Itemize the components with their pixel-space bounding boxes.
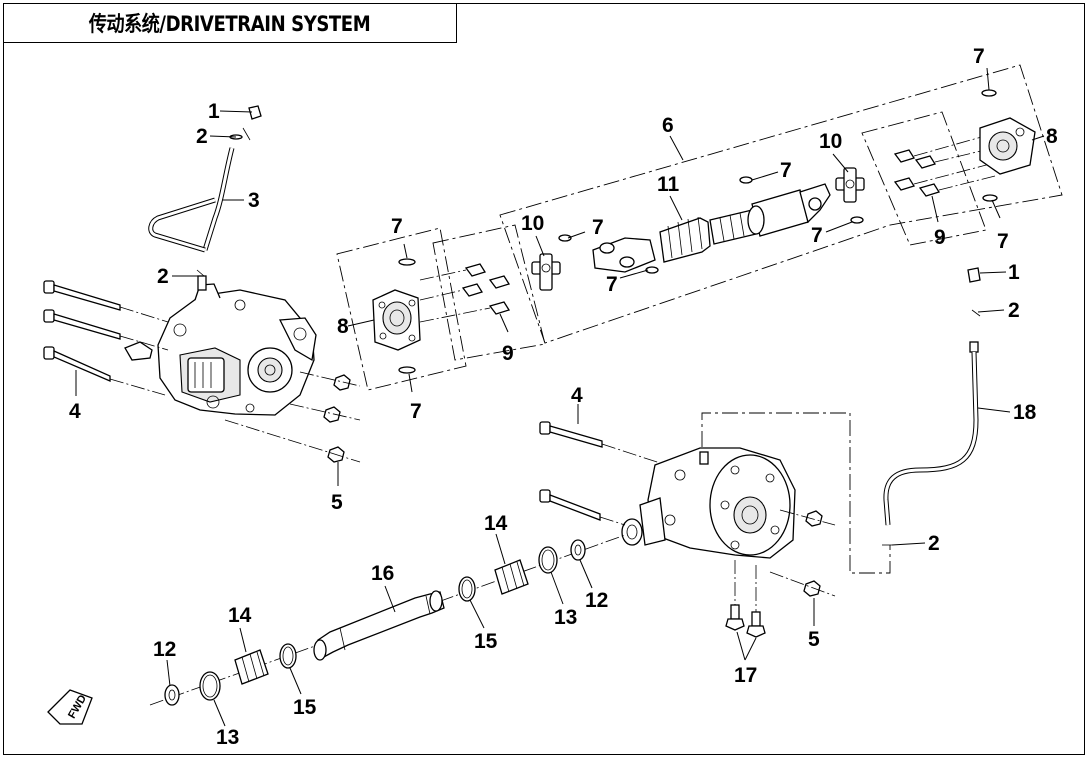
callout-2: 2 [928,532,940,555]
callout-11: 11 [657,173,680,196]
callout-7: 7 [592,216,604,239]
rear-mount-bolts [539,421,661,526]
callout-17: 17 [734,664,757,687]
title-box: 传动系统/DRIVETRAIN SYSTEM [3,3,457,43]
half-shaft-assembly [149,534,626,706]
callout-13: 13 [554,606,577,629]
callout-16: 16 [371,562,394,585]
callout-15: 15 [293,696,317,719]
callout-7: 7 [973,45,985,68]
callout-7: 7 [606,273,618,296]
diagram-frame [3,3,1085,755]
group-outlines [336,64,1063,574]
page-title: 传动系统/DRIVETRAIN SYSTEM [89,12,371,36]
fwd-arrow-icon: FWD [47,689,93,725]
callout-5: 5 [331,491,343,514]
callout-10: 10 [819,130,842,153]
callout-2: 2 [1008,299,1020,322]
callout-7: 7 [811,224,823,247]
rear-bottom-bolts [725,560,766,638]
callout-7: 7 [391,215,403,238]
callout-1: 1 [1008,261,1020,284]
front-mount-bolts [43,280,169,396]
callout-12: 12 [153,638,176,661]
front-differential [124,275,317,416]
rear-differential [621,447,796,559]
callout-1: 1 [208,100,220,123]
callout-7: 7 [780,159,792,182]
callout-18: 18 [1013,401,1037,424]
rear-breather-hose [882,267,981,546]
callout-14: 14 [484,512,508,535]
callout-8: 8 [1046,125,1058,148]
callout-12: 12 [585,589,608,612]
callout-5: 5 [808,628,820,651]
callout-9: 9 [934,226,946,249]
callout-numbers: 1 2 3 2 4 5 6 7 7 7 7 7 7 7 7 8 8 9 9 10… [69,45,1058,749]
callout-2: 2 [157,265,169,288]
callout-15: 15 [474,630,498,653]
callout-8: 8 [337,315,349,338]
rear-nuts [769,509,836,597]
callout-3: 3 [248,189,260,212]
front-breather-hose [148,105,262,277]
callout-10: 10 [521,212,544,235]
callout-9: 9 [502,342,514,365]
callout-2: 2 [196,125,208,148]
callout-7: 7 [410,400,422,423]
front-nuts [224,371,361,463]
leader-lines [75,67,1045,727]
callout-4: 4 [571,384,583,407]
callout-13: 13 [216,726,239,749]
callout-7: 7 [997,230,1009,253]
callout-14: 14 [228,604,252,627]
callout-6: 6 [662,114,674,137]
callout-4: 4 [69,400,81,423]
